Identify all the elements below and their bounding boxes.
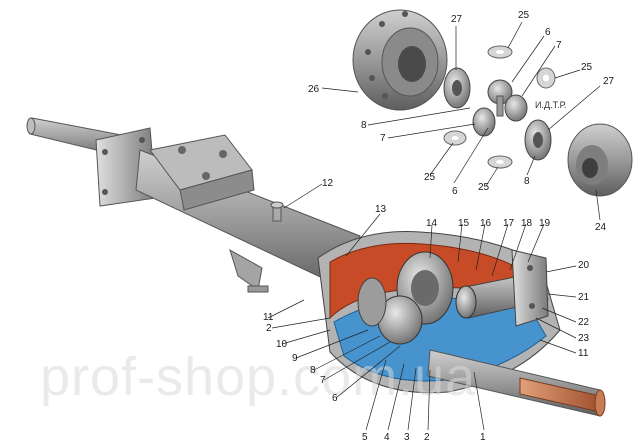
- axle-shaft-right: [427, 349, 606, 417]
- thrust-washer: [487, 155, 513, 169]
- leader-lines: [267, 21, 601, 431]
- callout-label: 27: [603, 76, 615, 87]
- callout-label: 2: [424, 432, 430, 443]
- breather-valve: [270, 201, 284, 222]
- differential-assembly: [357, 277, 423, 345]
- callout-label: 11: [578, 348, 589, 359]
- callout-label: 12: [322, 178, 334, 189]
- shock-bracket: [229, 248, 269, 293]
- callout-label: 20: [578, 260, 590, 271]
- callout-label: 8: [361, 120, 367, 131]
- side-gear-left: [443, 67, 471, 109]
- callout-label: 8: [524, 176, 530, 187]
- callout-label: 18: [521, 218, 533, 229]
- callout-label: 7: [380, 133, 386, 144]
- spring-seat: [149, 134, 255, 211]
- callout-label: 23: [578, 333, 590, 344]
- callout-label: 25: [581, 62, 593, 73]
- callout-label: 4: [384, 432, 390, 443]
- callout-label: 27: [451, 14, 463, 25]
- side-gear-right: [524, 119, 552, 161]
- callout-label: 24: [595, 222, 607, 233]
- pinion-flange: [511, 249, 549, 327]
- callout-label: 14: [426, 218, 438, 229]
- callout-label: 7: [320, 375, 326, 386]
- callout-label: 11: [263, 312, 274, 323]
- callout-label: 13: [375, 204, 387, 215]
- differential-cover-housing: [352, 9, 448, 111]
- callout-label: 3: [404, 432, 410, 443]
- thrust-washer: [536, 67, 556, 89]
- callout-label: 16: [480, 218, 492, 229]
- watermark: prof-shop.com.ua: [40, 347, 476, 407]
- differential-case: [567, 123, 633, 197]
- pinion-gear-left: [472, 107, 496, 137]
- callout-label: 26: [308, 84, 320, 95]
- callout-label: 25: [478, 182, 490, 193]
- callout-labels: 27 25 6 7 25 26 27 8 7 25 6 25 8 24 12 1…: [263, 10, 615, 443]
- callout-label: 9: [292, 353, 298, 364]
- callout-label: 22: [578, 317, 590, 328]
- callout-label: 6: [452, 186, 458, 197]
- callout-label: 15: [458, 218, 470, 229]
- callout-label: 25: [518, 10, 530, 21]
- pinion-gear-right: [504, 94, 528, 122]
- callout-label: 17: [503, 218, 515, 229]
- illustrator-signature: И.Д.Т.Р.: [535, 100, 566, 110]
- thrust-washer: [487, 45, 513, 59]
- callout-label: 5: [362, 432, 368, 443]
- callout-label: 6: [545, 27, 551, 38]
- pinion-gear-top: [487, 79, 513, 117]
- callout-label: 25: [424, 172, 436, 183]
- callout-label: 8: [310, 365, 316, 376]
- callout-label: 7: [556, 40, 562, 51]
- thrust-washer: [443, 130, 467, 146]
- callout-label: 6: [332, 393, 338, 404]
- callout-label: 2: [266, 323, 272, 334]
- callout-label: 1: [480, 432, 486, 443]
- callout-label: 10: [276, 339, 288, 350]
- callout-label: 21: [578, 292, 590, 303]
- callout-label: 19: [539, 218, 551, 229]
